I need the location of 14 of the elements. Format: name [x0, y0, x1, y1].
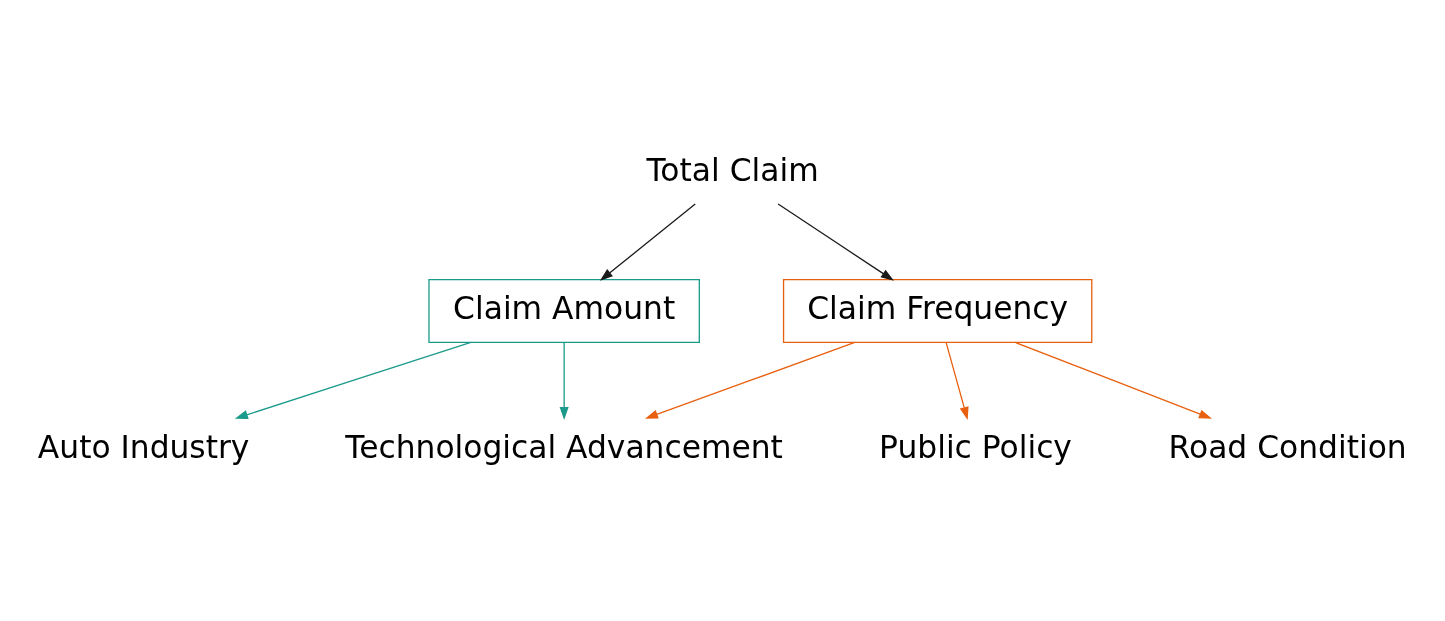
arrow	[234, 341, 472, 419]
arrow	[1014, 341, 1213, 419]
arrow	[559, 341, 569, 420]
arrow	[777, 202, 894, 281]
node-text: Public Policy	[879, 428, 1072, 465]
arrow	[599, 202, 696, 281]
node-box: Claim Frequency	[782, 278, 1093, 343]
arrow	[945, 341, 969, 420]
node-text: Road Condition	[1168, 428, 1407, 465]
arrow	[644, 341, 856, 419]
node-box: Claim Amount	[428, 278, 700, 343]
node-text: Auto Industry	[37, 428, 250, 465]
node-text: Technological Advancement	[345, 428, 783, 465]
node-text: Total Claim	[646, 151, 819, 188]
